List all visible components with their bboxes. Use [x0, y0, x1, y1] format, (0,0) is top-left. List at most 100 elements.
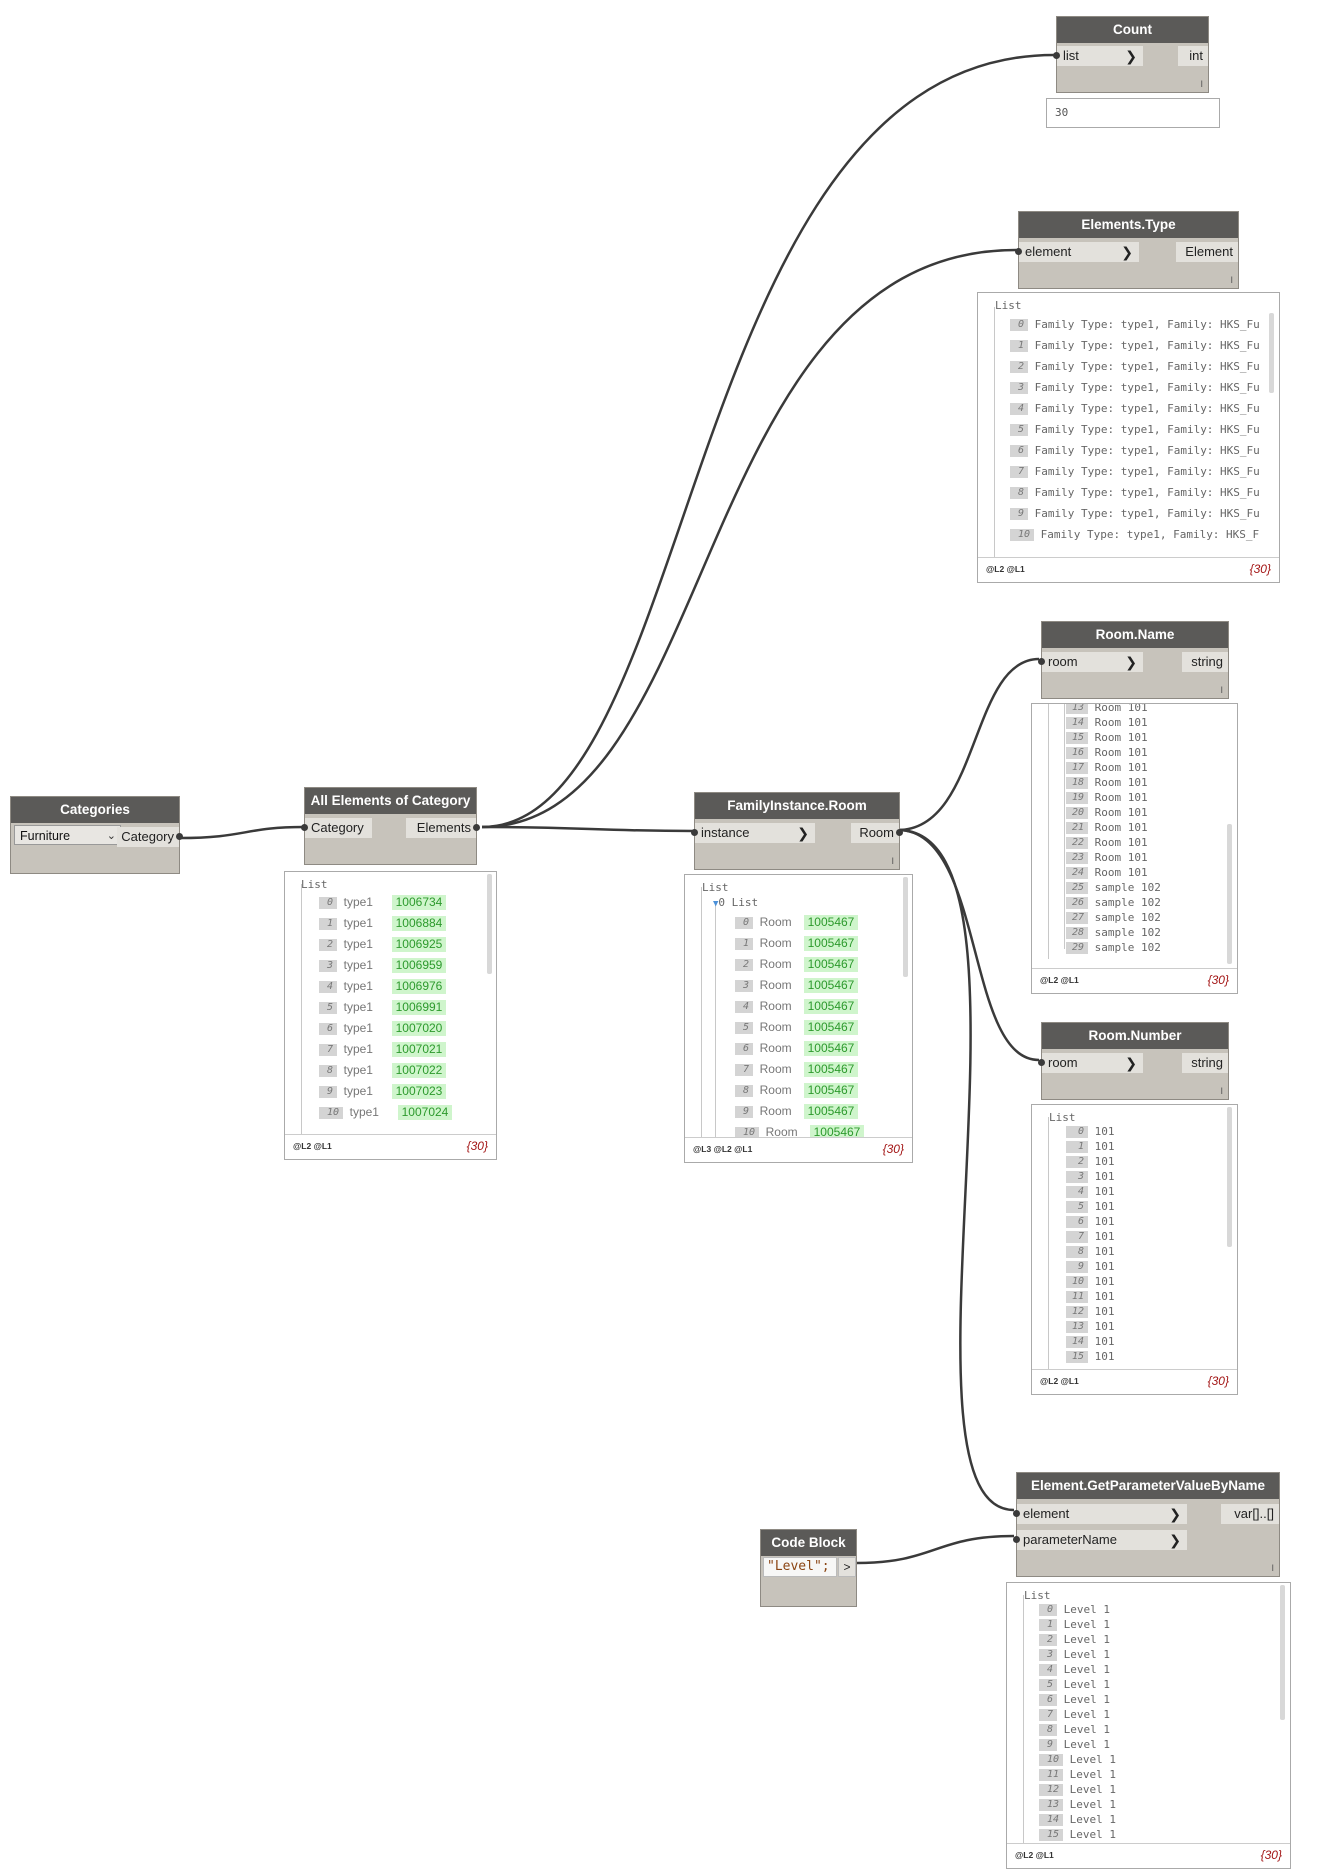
- element-id-link[interactable]: 1005467: [803, 978, 859, 993]
- input-port-category[interactable]: Category: [301, 818, 372, 838]
- output-port-string[interactable]: string: [1182, 1053, 1228, 1073]
- input-port-element[interactable]: element ❯: [1015, 242, 1139, 262]
- output-connector[interactable]: [896, 829, 903, 836]
- item-value: 101: [1094, 1215, 1115, 1228]
- input-port-element[interactable]: element ❯: [1013, 1504, 1187, 1524]
- element-id-link[interactable]: 1005467: [803, 1104, 859, 1119]
- element-id-link[interactable]: 1006976: [391, 979, 447, 994]
- item-index: 16: [1066, 747, 1088, 759]
- scrollbar[interactable]: [1269, 313, 1274, 393]
- category-dropdown[interactable]: Furniture ⌄: [14, 825, 121, 845]
- scrollbar[interactable]: [1227, 1107, 1232, 1247]
- output-port-elements[interactable]: Elements: [406, 818, 480, 838]
- element-id-link[interactable]: 1007021: [391, 1042, 447, 1057]
- code-block-output-port[interactable]: >: [838, 1557, 856, 1577]
- input-connector[interactable]: [1038, 1059, 1045, 1066]
- element-id-link[interactable]: 1005467: [803, 936, 859, 951]
- port-label: string: [1191, 654, 1223, 669]
- input-port-instance[interactable]: instance ❯: [691, 823, 815, 843]
- node-get-parameter-value-by-name[interactable]: Element.GetParameterValueByName element …: [1013, 1472, 1280, 1577]
- element-id-link[interactable]: 1006925: [391, 937, 447, 952]
- input-connector[interactable]: [1015, 248, 1022, 255]
- list-item: 17 Room 101: [1066, 759, 1148, 777]
- output-port-int[interactable]: int: [1178, 46, 1208, 66]
- input-port-list[interactable]: list ❯: [1053, 46, 1143, 66]
- list-item: 5 Level 1: [1039, 1676, 1110, 1694]
- output-connector[interactable]: [176, 833, 183, 840]
- input-connector[interactable]: [1053, 52, 1060, 59]
- output-port-string[interactable]: string: [1182, 652, 1228, 672]
- element-id-link[interactable]: 1005467: [803, 1041, 859, 1056]
- scrollbar[interactable]: [487, 874, 492, 974]
- element-id-link[interactable]: 1006734: [391, 895, 447, 910]
- element-id-link[interactable]: 1007023: [391, 1084, 447, 1099]
- lacing-indicator[interactable]: I: [1230, 275, 1233, 285]
- element-id-link[interactable]: 1006991: [391, 1000, 447, 1015]
- output-port-element[interactable]: Element: [1176, 242, 1238, 262]
- level-indicator: @L2 @L1: [1040, 975, 1079, 985]
- element-id-link[interactable]: 1005467: [803, 999, 859, 1014]
- input-port-parametername[interactable]: parameterName ❯: [1013, 1530, 1187, 1550]
- element-id-link[interactable]: 1005467: [803, 957, 859, 972]
- output-port-category[interactable]: Category: [117, 827, 183, 847]
- item-label: Room: [759, 1104, 792, 1118]
- element-id-link[interactable]: 1007020: [391, 1021, 447, 1036]
- element-id-link[interactable]: 1005467: [803, 1062, 859, 1077]
- lacing-indicator[interactable]: I: [891, 856, 894, 866]
- element-id-link[interactable]: 1005467: [803, 1020, 859, 1035]
- lacing-indicator[interactable]: I: [1220, 685, 1223, 695]
- node-count[interactable]: Count list ❯ int I: [1053, 16, 1209, 93]
- input-connector[interactable]: [1013, 1510, 1020, 1517]
- port-label: var[]..[]: [1234, 1506, 1274, 1521]
- item-label: type1: [343, 895, 373, 909]
- output-port-var[interactable]: var[]..[]: [1221, 1504, 1279, 1524]
- collapse-icon[interactable]: ▼: [713, 899, 719, 909]
- input-port-room[interactable]: room ❯: [1038, 1053, 1143, 1073]
- item-value: 101: [1094, 1305, 1115, 1318]
- lacing-indicator[interactable]: I: [1220, 1086, 1223, 1096]
- wire-elements-to-count: [481, 53, 1055, 829]
- list-item: 26 sample 102: [1066, 894, 1161, 912]
- lacing-indicator[interactable]: I: [1271, 1563, 1274, 1573]
- item-index: 10: [1066, 1276, 1088, 1288]
- element-id-link[interactable]: 1007024: [397, 1105, 453, 1120]
- node-categories[interactable]: Categories Furniture ⌄ Category: [10, 796, 183, 874]
- element-id-link[interactable]: 1005467: [803, 1083, 859, 1098]
- input-connector[interactable]: [301, 824, 308, 831]
- output-connector[interactable]: [473, 824, 480, 831]
- element-id-link[interactable]: 1007022: [391, 1063, 447, 1078]
- lacing-indicator[interactable]: I: [1200, 79, 1203, 89]
- item-index: 2: [735, 959, 753, 971]
- item-label: type1: [343, 937, 373, 951]
- list-item: 7 Family Type: type1, Family: HKS_Fu: [1010, 463, 1260, 481]
- input-port-room[interactable]: room ❯: [1038, 652, 1143, 672]
- node-elements-type[interactable]: Elements.Type element ❯ Element I: [1015, 211, 1239, 289]
- node-all-elements-of-category[interactable]: All Elements of Category Category Elemen…: [301, 787, 480, 865]
- item-label: Room: [759, 936, 792, 950]
- item-value: Level 1: [1063, 1693, 1110, 1706]
- input-connector[interactable]: [691, 829, 698, 836]
- node-room-name[interactable]: Room.Name room ❯ string I: [1038, 621, 1229, 699]
- element-id-link[interactable]: 1005467: [803, 915, 859, 930]
- scrollbar[interactable]: [1227, 824, 1232, 964]
- tree-line: [701, 887, 702, 1137]
- node-familyinstance-room[interactable]: FamilyInstance.Room instance ❯ Room I: [691, 792, 903, 870]
- item-index: 7: [1066, 1231, 1088, 1243]
- output-port-room[interactable]: Room: [851, 823, 903, 843]
- scrollbar[interactable]: [1280, 1585, 1285, 1720]
- code-editor[interactable]: "Level";: [763, 1557, 837, 1577]
- input-connector[interactable]: [1038, 658, 1045, 665]
- scrollbar[interactable]: [903, 877, 908, 977]
- element-id-link[interactable]: 1006959: [391, 958, 447, 973]
- element-id-link[interactable]: 1006884: [391, 916, 447, 931]
- node-code-block[interactable]: Code Block "Level"; >: [760, 1529, 857, 1607]
- input-connector[interactable]: [1013, 1536, 1020, 1543]
- element-id-link[interactable]: 1005467: [809, 1125, 865, 1137]
- node-room-number[interactable]: Room.Number room ❯ string I: [1038, 1022, 1229, 1100]
- preview-elements-type[interactable]: List 0 Family Type: type1, Family: HKS_F…: [977, 292, 1280, 583]
